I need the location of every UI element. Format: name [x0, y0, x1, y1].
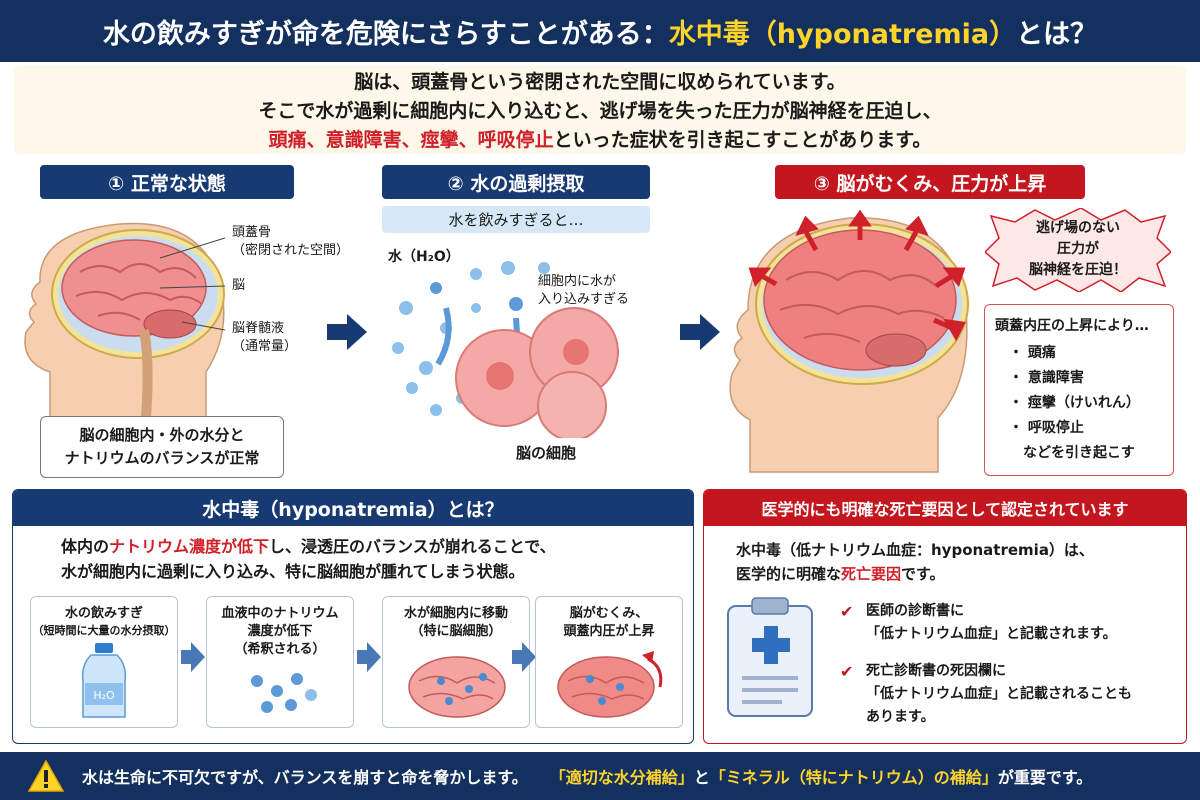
- step-3-heading: ③ 脳がむくみ、圧力が上昇: [775, 165, 1085, 199]
- intro-line-3: 頭痛、意識障害、痙攣、呼吸停止といった症状を引き起こすことがあります。: [14, 126, 1186, 155]
- checkmark-icon: ✔: [840, 602, 854, 621]
- brain-cells-illustration: [392, 261, 619, 438]
- brain-cell-label: 脳の細胞: [516, 444, 577, 462]
- footer-text: 水は生命に不可欠ですが、バランスを崩すと命を脅かします。: [82, 768, 528, 787]
- symptom-item: ・ 頭痛: [1009, 345, 1056, 361]
- intro-line-1: 脳は、頭蓋骨という密閉された空間に収められています。: [354, 71, 846, 93]
- water-bottle-icon: H₂O: [81, 643, 127, 718]
- warning-icon: [28, 760, 64, 792]
- title-suffix: とは？: [1016, 18, 1098, 50]
- title-prefix: 水の飲みすぎが命を危険にさらすことがある：: [102, 18, 669, 50]
- check-item-death-certificate: ✔ 死亡診断書の死因欄に 「低ナトリウム血症」と記載されることも あります。: [840, 662, 1132, 725]
- step-2-heading: ② 水の過剰摂取: [382, 165, 650, 199]
- svg-text:H₂O: H₂O: [93, 689, 115, 702]
- intro-line-3-rest: といった症状を引き起こすことがあります。: [553, 129, 932, 151]
- page-title: 水の飲みすぎが命を危険にさらすことがある： 水中毒（hyponatremia） …: [0, 0, 1200, 62]
- normal-state-caption: 脳の細胞内・外の水分と ナトリウムのバランスが正常: [40, 416, 284, 478]
- arrow-right-icon: [512, 642, 536, 672]
- step-2-tag: 水を飲みすぎると…: [382, 206, 650, 233]
- inflow-label: 細胞内に水が入り込みすぎる: [538, 274, 630, 307]
- title-highlight: 水中毒（hyponatremia）: [668, 18, 1017, 50]
- skull-label: 頭蓋骨（密閉された空間）: [232, 225, 350, 258]
- normal-head-illustration: [24, 222, 226, 418]
- intro-box: 脳は、頭蓋骨という密閉された空間に収められています。 そこで水が過剰に細胞内に入…: [14, 66, 1186, 154]
- arrow-right-icon: [327, 314, 367, 350]
- flow-box-water-shift: 水が細胞内に移動 （特に脳細胞）: [382, 596, 530, 728]
- definition-panel-title: 水中毒（hyponatremia）とは？: [13, 490, 693, 526]
- flow-box-overdrink: 水の飲みすぎ （短時間に大量の水分摂取） H₂O: [30, 596, 178, 728]
- symptom-item: ・ 意識障害: [1009, 370, 1084, 386]
- symptom-list-heading: 頭蓋内圧の上昇により…: [995, 318, 1149, 334]
- check-item-diagnosis: ✔ 医師の診断書に 「低ナトリウム血症」と記載されます。: [840, 602, 1117, 642]
- footer-highlight-hydration: 「適切な水分補給」: [549, 768, 694, 787]
- step-1-heading: ① 正常な状態: [40, 165, 294, 199]
- footer-and: と: [693, 768, 710, 787]
- csf-label: 脳脊髄液（通常量）: [232, 321, 298, 354]
- medical-clipboard-icon: [727, 597, 813, 717]
- intro-symptoms: 頭痛、意識障害、痙攣、呼吸停止: [268, 129, 554, 151]
- swollen-brain-icon: [557, 651, 663, 718]
- symptom-list-box: 頭蓋内圧の上昇により… ・ 頭痛 ・ 意識障害 ・ 痙攣（けいれん） ・ 呼吸停…: [984, 304, 1174, 476]
- burst-text: 逃げ場のない 圧力が 脳神経を圧迫！: [1029, 220, 1127, 278]
- arrow-right-icon: [181, 642, 205, 672]
- footer-end: が重要です。: [997, 768, 1093, 787]
- footer-highlight-minerals: 「ミネラル（特にナトリウム）の補給」: [709, 768, 998, 787]
- pressure-burst-callout: [985, 208, 1171, 292]
- symptom-tail: などを引き起こす: [1023, 445, 1135, 461]
- symptom-item: ・ 呼吸停止: [1009, 420, 1084, 436]
- arrow-right-icon: [357, 642, 381, 672]
- water-label: 水（H₂O）: [388, 249, 460, 265]
- brain-icon: [408, 656, 506, 718]
- swollen-head-illustration: [729, 210, 969, 473]
- diluted-sodium-icon: [251, 673, 317, 713]
- footer-banner: 水は生命に不可欠ですが、バランスを崩すと命を脅かします。 「適切な水分補給」 と…: [0, 752, 1200, 800]
- flow-box-sodium-drop: 血液中のナトリウム 濃度が低下 （希釈される）: [206, 596, 354, 728]
- legal-description: 水中毒（低ナトリウム血症：hyponatremia）は、 医学的に明確な死亡要因…: [736, 541, 1094, 583]
- checkmark-icon: ✔: [840, 662, 854, 681]
- sodium-drop-highlight: ナトリウム濃度が低下: [109, 537, 270, 556]
- flow-box-brain-swelling: 脳がむくみ、 頭蓋内圧が上昇: [535, 596, 683, 728]
- intro-line-2: そこで水が過剰に細胞内に入り込むと、逃げ場を失った圧力が脳神経を圧迫し、: [258, 100, 942, 122]
- death-cause-highlight: 死亡要因: [841, 565, 902, 583]
- arrow-right-icon: [680, 314, 720, 350]
- brain-label: 脳: [232, 278, 246, 293]
- legal-panel-title: 医学的にも明確な死亡要因として認定されています: [704, 490, 1186, 526]
- symptom-item: ・ 痙攣（けいれん）: [1009, 395, 1140, 411]
- definition-text: 体内のナトリウム濃度が低下し、浸透圧のバランスが崩れることで、 水が細胞内に過剰…: [61, 537, 556, 581]
